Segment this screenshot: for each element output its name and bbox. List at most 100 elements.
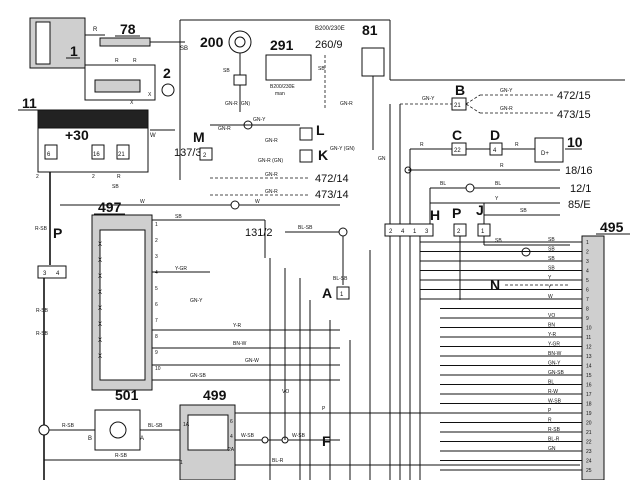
svg-text:VO: VO	[282, 389, 289, 395]
connector-497-pin: 3	[155, 254, 158, 260]
connector-497-pin: 1	[155, 222, 158, 228]
connector-497-pin: 10	[155, 366, 161, 372]
svg-text:X: X	[148, 92, 152, 98]
svg-text:man: man	[275, 91, 285, 97]
svg-text:BL: BL	[495, 181, 501, 187]
svg-text:2: 2	[457, 229, 461, 235]
svg-text:BL: BL	[440, 181, 446, 187]
svg-text:D+: D+	[541, 151, 549, 157]
svg-text:W-SB: W-SB	[292, 433, 306, 439]
label-10: 10	[567, 134, 583, 150]
svg-text:W: W	[140, 199, 145, 205]
connector-495-wire-label: BN	[548, 323, 555, 329]
svg-text:BL-SB: BL-SB	[333, 276, 348, 282]
connector-497-pin: 6	[155, 302, 158, 308]
label-81: 81	[362, 22, 378, 38]
ref-473-14: 473/14	[315, 189, 349, 201]
letter-J: J	[476, 202, 484, 218]
svg-text:SB: SB	[223, 68, 230, 74]
svg-text:SB: SB	[318, 66, 325, 72]
connector-495-wire-label: SB	[548, 237, 555, 243]
svg-text:4: 4	[56, 271, 60, 277]
connector-495-pin: 12	[586, 345, 592, 351]
svg-text:6: 6	[47, 152, 51, 158]
svg-text:GN-Y: GN-Y	[422, 96, 435, 102]
connector-495-pin: 24	[586, 459, 592, 465]
connector-495-pin: 11	[586, 335, 591, 341]
letter-P2: P	[53, 225, 62, 241]
connector-495-pin: 21	[586, 430, 592, 436]
letter-L: L	[316, 122, 325, 138]
connector-495-pin: 23	[586, 449, 592, 455]
svg-text:SB: SB	[175, 214, 182, 220]
svg-text:2: 2	[389, 229, 393, 235]
relay-coil-marker: X	[98, 338, 102, 344]
connector-495-wire-label: GN-Y	[548, 361, 561, 367]
relay-coil-marker: X	[98, 354, 102, 360]
ref-85-E: 85/E	[568, 199, 591, 211]
letter-B: B	[455, 82, 465, 98]
connector-497-pin: 7	[155, 318, 158, 324]
svg-text:GN-Y: GN-Y	[253, 117, 266, 123]
svg-text:SB: SB	[112, 184, 119, 190]
svg-text:R: R	[420, 142, 424, 148]
svg-text:22: 22	[454, 148, 461, 154]
relay-coil-marker: X	[98, 242, 102, 248]
svg-text:4: 4	[493, 148, 497, 154]
svg-text:1: 1	[180, 460, 183, 466]
svg-text:Y: Y	[495, 196, 499, 202]
svg-text:R: R	[115, 58, 119, 64]
svg-text:GN-R (GN): GN-R (GN)	[258, 158, 283, 164]
letter-C: C	[452, 127, 462, 143]
letter-A: A	[322, 285, 332, 301]
svg-text:Y-R: Y-R	[233, 323, 242, 329]
svg-text:BL-R: BL-R	[272, 458, 284, 464]
ref-131-2: 131/2	[245, 227, 273, 239]
svg-text:GN-R: GN-R	[265, 138, 278, 144]
svg-text:BL-SB: BL-SB	[148, 423, 163, 429]
svg-text:4: 4	[230, 434, 233, 440]
svg-text:16: 16	[93, 152, 100, 158]
connector-495-wire-label: SB	[548, 256, 555, 262]
ref-472-15: 472/15	[557, 90, 591, 102]
connector-497-pin: 4	[155, 270, 158, 276]
svg-text:1A: 1A	[183, 422, 190, 428]
letter-P1: P	[452, 205, 461, 221]
connector-495-pin: 20	[586, 421, 592, 427]
letter-M: M	[193, 129, 205, 145]
connector-495-pin: 18	[586, 402, 592, 408]
svg-text:6: 6	[230, 419, 233, 425]
letter-D: D	[490, 127, 500, 143]
label-200: 200	[200, 34, 224, 50]
svg-text:R: R	[133, 58, 137, 64]
connector-495-pin: 10	[586, 326, 592, 332]
svg-text:R: R	[500, 163, 504, 169]
svg-text:21: 21	[118, 152, 125, 158]
component-81	[361, 47, 385, 77]
label-11: 11	[22, 95, 37, 111]
ref-12-1: 12/1	[570, 183, 591, 195]
component-10	[534, 137, 564, 163]
connector-495-pin: 4	[586, 269, 589, 275]
connector-495-pin: 13	[586, 354, 592, 360]
letter-K: K	[318, 147, 328, 163]
svg-text:1: 1	[413, 229, 417, 235]
svg-text:GN-R: GN-R	[340, 101, 353, 107]
letter-H: H	[430, 207, 440, 223]
connector-495-pin: 25	[586, 468, 592, 474]
ref-473-15: 473/15	[557, 109, 591, 121]
relay-coil-marker: X	[98, 306, 102, 312]
svg-text:BL-SB: BL-SB	[298, 225, 313, 231]
svg-text:GN-Y: GN-Y	[190, 298, 203, 304]
connector-495-rows: 1SB2SB3SB4SB5Y6Y7W89VO10BN11Y-R12Y-GR13B…	[420, 237, 592, 474]
label-497: 497	[98, 199, 122, 215]
svg-text:B: B	[88, 436, 92, 442]
connector-495-wire-label: BL	[548, 380, 554, 386]
ref-472-14: 472/14	[315, 173, 349, 185]
svg-text:2: 2	[203, 153, 207, 159]
svg-text:W: W	[150, 133, 156, 139]
connector-H	[384, 223, 434, 237]
connector-495-wire-label: R	[548, 418, 552, 424]
svg-text:GN-R: GN-R	[265, 172, 278, 178]
